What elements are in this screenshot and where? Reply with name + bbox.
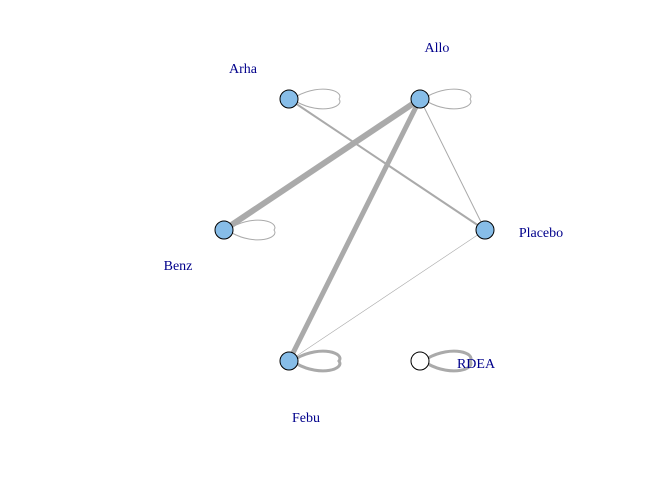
self-loop-arha [296, 88, 341, 110]
node-label-benz: Benz [164, 259, 193, 274]
node-febu [279, 351, 299, 371]
node-rdea [410, 351, 430, 371]
node-label-febu: Febu [292, 411, 320, 426]
self-loop-rdea [427, 349, 473, 373]
edges-layer [221, 96, 486, 364]
edge-allo-febu [286, 96, 423, 364]
nodes-layer [214, 89, 495, 371]
self-loop-febu [296, 349, 342, 373]
self-loop-allo [427, 88, 472, 110]
self-loop-benz [231, 219, 276, 241]
edge-allo-benz [221, 96, 423, 233]
node-label-arha: Arha [229, 62, 258, 77]
edge-arha-placebo [288, 98, 486, 231]
node-label-rdea: RDEA [457, 357, 496, 372]
node-label-allo: Allo [425, 41, 450, 56]
loops-layer [231, 88, 473, 373]
edge-allo-placebo [419, 98, 486, 231]
node-placebo [475, 220, 495, 240]
node-benz [214, 220, 234, 240]
edge-febu-placebo [288, 229, 486, 362]
node-label-placebo: Placebo [519, 226, 563, 241]
node-arha [279, 89, 299, 109]
node-allo [410, 89, 430, 109]
